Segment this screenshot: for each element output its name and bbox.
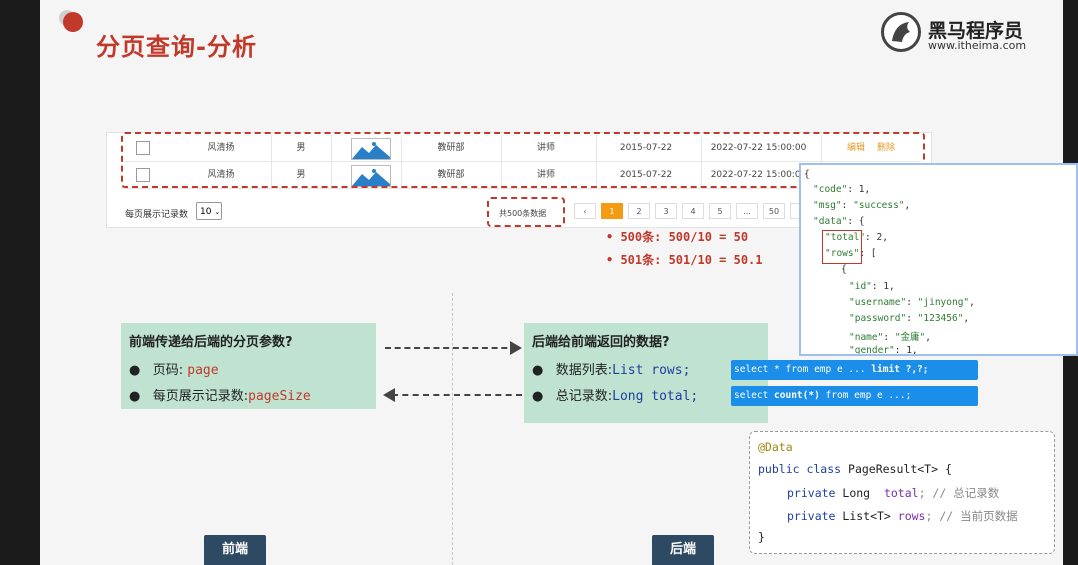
json-data-line: "data": {: [813, 216, 865, 227]
row-checkbox[interactable]: [136, 168, 150, 182]
json-row-open-brace: {: [841, 264, 847, 275]
sql-count-query: select count(*) from emp e ...;: [731, 386, 978, 406]
row-checkbox[interactable]: [136, 141, 150, 155]
json-id-line: "id": 1,: [849, 281, 895, 292]
frontend-param-page: ● 页码: page: [129, 363, 219, 378]
cell-name: 风清扬: [207, 170, 235, 180]
cell-dept: 教研部: [437, 170, 465, 180]
json-msg-line: "msg": "success",: [813, 200, 911, 211]
code-total-field: private Long total; // 总记录数: [787, 486, 1000, 500]
table-row: 风清扬 男 教研部 讲师 2015-07-22 2022-07-22 15:00…: [121, 135, 921, 162]
json-response-panel: { "code": 1, "msg": "success", "data": {…: [799, 163, 1078, 356]
arrow-left: [392, 394, 522, 396]
pagination-page-50[interactable]: 50: [763, 203, 785, 219]
backend-tag: 后端: [652, 535, 714, 565]
page-size-select[interactable]: 10 ⌄: [196, 202, 222, 220]
frontend-param-pagesize: ● 每页展示记录数:pageSize: [129, 389, 311, 404]
employee-table: 风清扬 男 教研部 讲师 2015-07-22 2022-07-22 15:00…: [106, 132, 932, 228]
backend-panel: 后端给前端返回的数据? ● 数据列表:List rows; ● 总记录数:Lon…: [524, 323, 768, 423]
decor-dot-red: [63, 12, 83, 32]
json-username-line: "username": "jinyong",: [849, 297, 975, 308]
pagination-page-1[interactable]: 1: [601, 203, 623, 219]
pagination-ellipsis: ...: [736, 203, 758, 219]
total-highlight-box: [487, 197, 565, 227]
backend-data-list: ● 数据列表:List rows;: [532, 363, 691, 378]
pagination-page-3[interactable]: 3: [655, 203, 677, 219]
cell-job: 讲师: [536, 143, 555, 153]
edit-link[interactable]: 编辑: [846, 143, 865, 153]
avatar-image-icon: [351, 138, 391, 160]
json-rows-line: "rows": [: [825, 248, 877, 259]
frontend-panel: 前端传递给后端的分页参数? ● 页码: page ● 每页展示记录数:pageS…: [121, 323, 376, 409]
arrow-left-head-icon: [383, 388, 395, 402]
pagination-page-5[interactable]: 5: [709, 203, 731, 219]
avatar-image-icon: [351, 165, 391, 187]
logo-name: 黑马程序员: [928, 20, 1024, 42]
code-rows-field: private List<T> rows; // 当前页数据: [787, 509, 1018, 523]
arrow-right: [385, 347, 517, 349]
cell-job: 讲师: [536, 170, 555, 180]
arrow-right-head-icon: [510, 341, 522, 355]
cell-update-time: 2022-07-22 15:00:00: [710, 143, 807, 153]
page-result-class-code: @Data public class PageResult<T> { priva…: [749, 431, 1055, 554]
json-gender-line: "gender": 1,: [849, 345, 918, 356]
horse-logo-icon: [881, 12, 921, 52]
cell-gender: 男: [296, 170, 306, 180]
total-count-text: 共500条数据: [499, 209, 547, 218]
code-annotation: @Data: [758, 440, 793, 454]
page-size-label: 每页展示记录数: [125, 210, 189, 220]
cell-name: 风清扬: [207, 143, 235, 153]
backend-panel-title: 后端给前端返回的数据?: [532, 335, 670, 350]
json-total-line: "total": 2,: [825, 232, 888, 243]
pagination-page-2[interactable]: 2: [628, 203, 650, 219]
rows-highlight-box: [121, 132, 925, 188]
cell-entry-date: 2015-07-22: [619, 143, 673, 153]
frontend-panel-title: 前端传递给后端的分页参数?: [129, 335, 293, 350]
cell-update-time: 2022-07-22 15:00:00: [710, 170, 807, 180]
pagination-prev[interactable]: ‹: [574, 203, 596, 219]
sql-limit-query: select * from emp e ... limit ?,?;: [731, 360, 978, 380]
backend-total-count: ● 总记录数:Long total;: [532, 389, 699, 404]
json-open-brace: {: [804, 169, 810, 180]
json-name-line: "name": "金庸",: [849, 332, 931, 343]
slide-title: 分页查询-分析: [96, 33, 257, 61]
logo-url: www.itheima.com: [928, 39, 1027, 52]
pagination-page-4[interactable]: 4: [682, 203, 704, 219]
delete-link[interactable]: 删除: [876, 143, 895, 153]
frontend-tag: 前端: [204, 535, 266, 565]
json-password-line: "password": "123456",: [849, 313, 970, 324]
calc-line-500: • 500条: 500/10 = 50: [606, 230, 749, 244]
total-rows-highlight-box: [822, 230, 862, 264]
cell-entry-date: 2015-07-22: [619, 170, 673, 180]
code-class-decl: public class PageResult<T> {: [758, 462, 952, 476]
json-code-line: "code": 1,: [813, 184, 871, 195]
cell-gender: 男: [296, 143, 306, 153]
calc-line-501: • 501条: 501/10 = 50.1: [606, 253, 763, 267]
center-divider: [452, 293, 453, 565]
code-close-brace: }: [758, 530, 765, 544]
cell-dept: 教研部: [437, 143, 465, 153]
